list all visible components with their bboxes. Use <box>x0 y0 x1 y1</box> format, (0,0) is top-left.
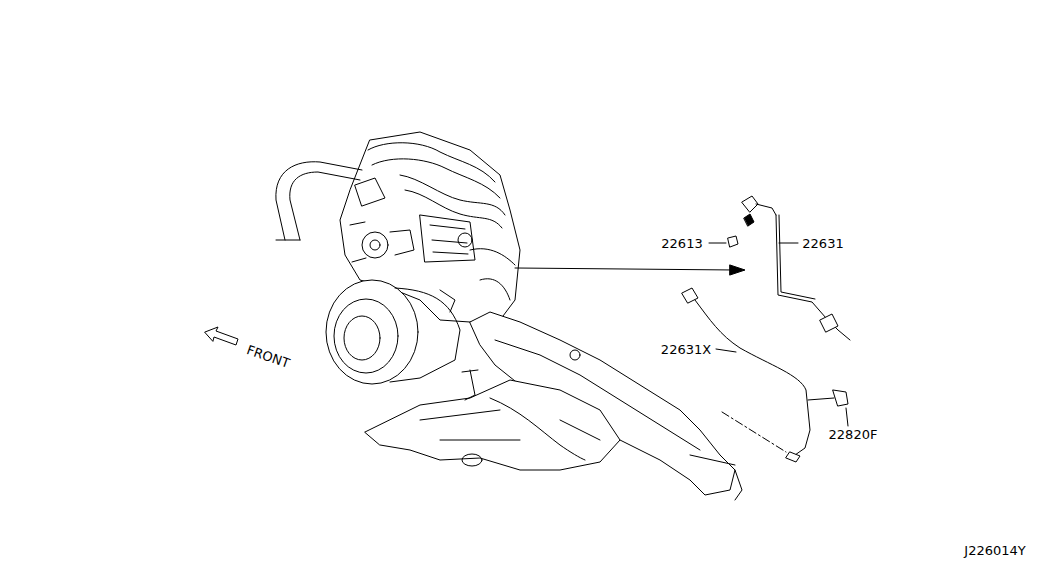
detail-pointer-arrow <box>515 265 745 275</box>
exhaust-temp-sensor-22631x <box>682 288 848 462</box>
exhaust-temp-sensor-22631 <box>728 196 850 340</box>
front-arrow <box>205 327 238 345</box>
direction-label: FRONT <box>244 341 293 370</box>
diagram-code: J226014Y <box>963 543 1026 558</box>
part-number: 22820F <box>828 427 879 442</box>
part-number: 22631X <box>660 342 712 357</box>
part-number: 22613 <box>660 236 703 251</box>
subframe-drawing <box>365 370 620 470</box>
leader-lines <box>709 243 848 426</box>
transmission-drawing <box>326 280 460 384</box>
phantom-line <box>722 412 786 452</box>
part-number: 22631 <box>801 236 844 251</box>
